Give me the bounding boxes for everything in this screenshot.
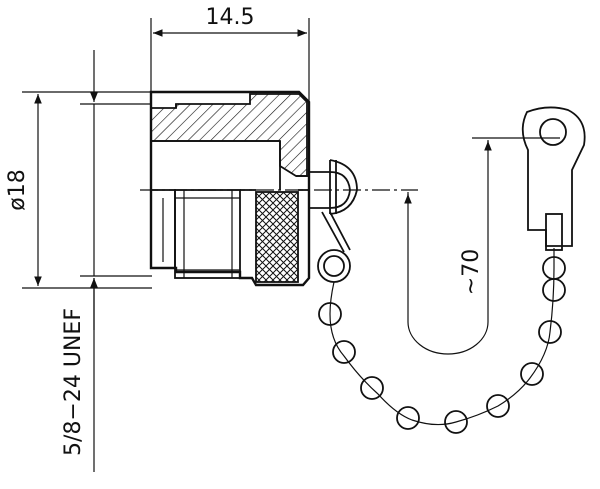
diameter-label: ø18	[5, 169, 30, 210]
chain-ball	[520, 362, 544, 386]
length-label: 14.5	[206, 5, 255, 30]
chain-length-label: ~70	[459, 249, 484, 295]
length-dimension: 14.5	[150, 5, 310, 110]
chain-ball	[318, 302, 342, 326]
thread-dimension: 5/8−24 UNEF	[61, 50, 152, 472]
chain-ball	[360, 376, 384, 400]
chain-ball	[542, 256, 566, 280]
knurled-ring	[255, 191, 299, 283]
diameter-dimension: ø18	[5, 91, 152, 289]
thread-label: 5/8−24 UNEF	[61, 308, 86, 456]
cap-body	[140, 90, 418, 287]
cap-attachment	[309, 159, 358, 283]
section-hatch	[150, 93, 308, 177]
chain-ball	[538, 320, 562, 344]
chain-ball	[486, 394, 510, 418]
chain-length-dimension: ~70	[404, 137, 560, 355]
chain-eyelet	[521, 106, 586, 251]
ball-chain	[318, 248, 566, 434]
chain-ball	[444, 410, 468, 434]
chain-ball	[332, 340, 356, 364]
chain-ball	[396, 406, 420, 430]
